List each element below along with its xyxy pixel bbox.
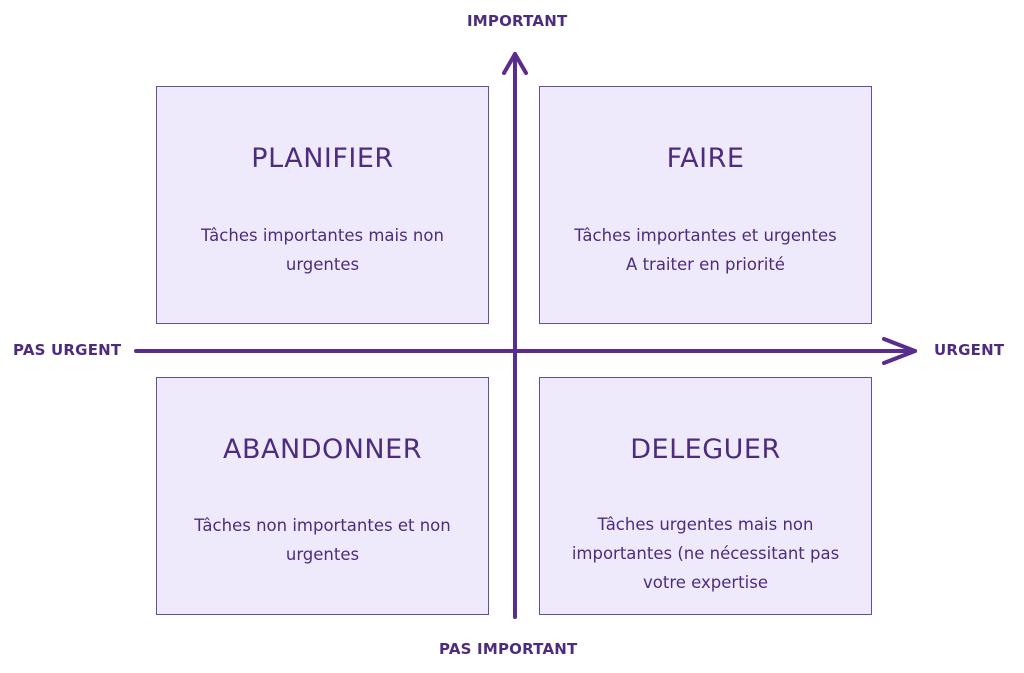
description-line: Tâches non importantes et non — [194, 516, 451, 535]
description-line: Tâches importantes et urgentes — [574, 226, 837, 245]
quadrant-deleguer: DELEGUER Tâches urgentes mais non import… — [539, 377, 872, 615]
quadrant-description: Tâches importantes et urgentes A traiter… — [554, 221, 857, 279]
quadrant-description: Tâches urgentes mais non importantes (ne… — [554, 510, 857, 597]
description-line: A traiter en priorité — [626, 255, 785, 274]
description-line: urgentes — [285, 545, 360, 564]
quadrant-title: PLANIFIER — [251, 143, 394, 174]
quadrant-abandonner: ABANDONNER Tâches non importantes et non… — [156, 377, 489, 615]
axis-label-important: IMPORTANT — [467, 12, 568, 30]
quadrant-description: Tâches importantes mais non urgentes — [171, 221, 474, 279]
description-line: urgentes — [285, 255, 360, 274]
quadrant-title: DELEGUER — [630, 434, 781, 465]
quadrant-faire: FAIRE Tâches importantes et urgentes A t… — [539, 86, 872, 324]
description-line: Tâches urgentes mais non — [597, 515, 814, 534]
quadrant-description: Tâches non importantes et non urgentes — [171, 511, 474, 569]
description-line: Tâches importantes mais non — [201, 226, 444, 245]
quadrant-title: FAIRE — [666, 143, 745, 174]
description-line: votre expertise — [643, 573, 768, 592]
axis-label-pas-urgent: PAS URGENT — [13, 341, 122, 359]
quadrant-planifier: PLANIFIER Tâches importantes mais non ur… — [156, 86, 489, 324]
horizontal-axis-arrowhead — [882, 337, 917, 365]
quadrant-title: ABANDONNER — [223, 434, 422, 465]
axis-label-pas-important: PAS IMPORTANT — [439, 640, 578, 658]
description-line: importantes (ne nécessitant pas — [571, 544, 840, 563]
vertical-axis-arrowhead — [502, 52, 528, 75]
axis-label-urgent: URGENT — [934, 341, 1005, 359]
